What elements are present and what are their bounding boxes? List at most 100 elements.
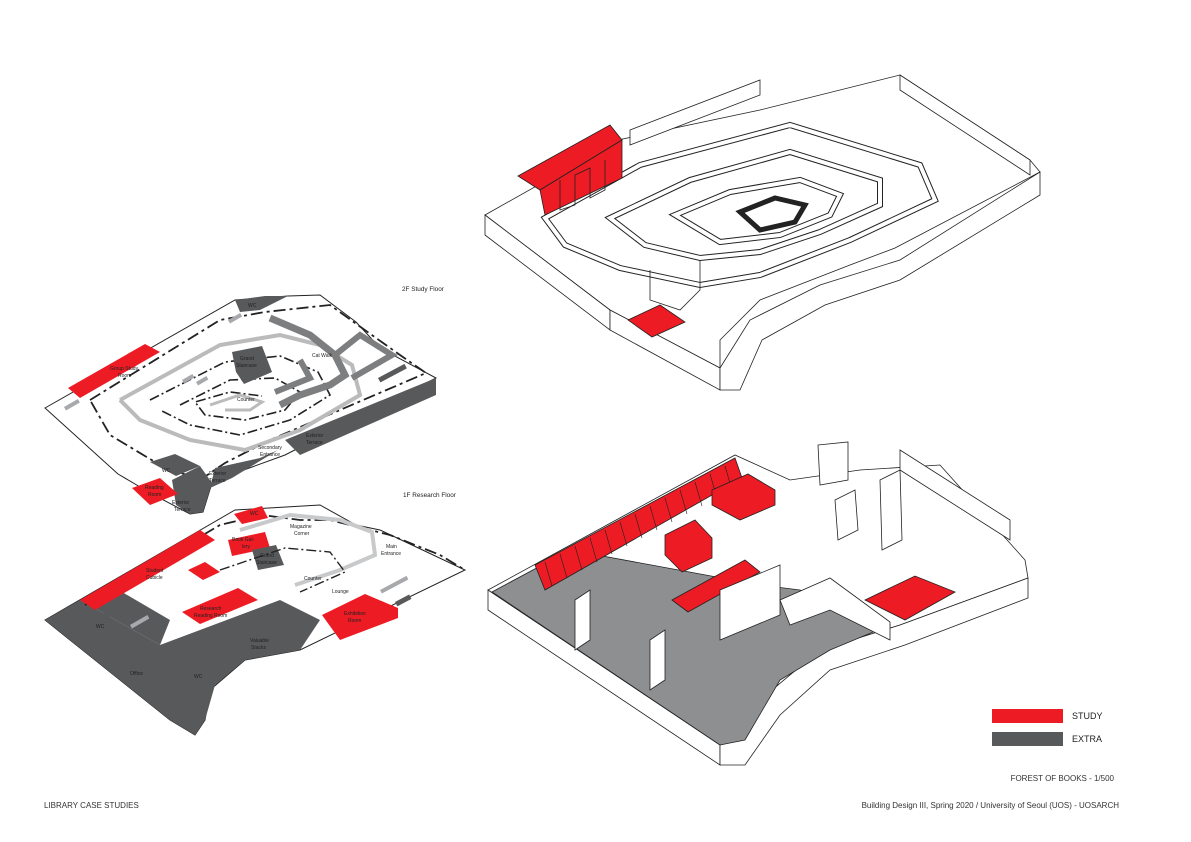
label-1f-magazine-2: Corner [294,531,310,537]
label-1f-research-1: Research [200,606,222,612]
ring-2f-outer [118,332,363,453]
reading-room-2f [132,478,178,505]
axo1f-wall-e [899,449,1011,541]
wc-1f-top [234,506,268,524]
terrace-2f-right [285,378,436,455]
furniture-2f-e [227,313,243,324]
axo1f-study-box-top [711,473,776,521]
axo2f-slab-curve [719,171,1041,391]
label-1f-lounge: Lounge [332,589,349,595]
floor-plan-2f: 2F Study Floor WC Group Study Room Grand… [44,286,445,515]
cat-walk-2f [268,314,350,409]
axo1f-wall-b [649,629,666,691]
axo2f-partitions-b [649,260,701,311]
label-2f-wc-top: WC [248,303,257,309]
label-1f-exhibition-1: Exhibition [344,611,366,617]
label-1f-valuable-1: Valuable [250,638,269,644]
axo1f-study-right [864,575,956,621]
label-1f-book-gallery-2: lery [242,544,251,550]
label-2f-cat-walk: Cat Walk [312,353,333,359]
axo1f-column-1 [834,489,859,541]
label-2f-reading-1: Reading [145,485,164,491]
axo1f-study-bar [671,559,761,613]
legend-label-extra: EXTRA [1072,734,1103,744]
label-2f-secondary-2: Entrance [260,452,280,458]
terrace-2f-mid [210,450,278,488]
furniture-2f-c [196,375,209,386]
label-1f-student-cubicle-2: Cubicle [146,575,163,581]
legend: STUDY EXTRA [992,708,1103,754]
grand-staircase-2f [232,346,272,384]
axo1f-wall-d [779,577,891,641]
axo2f-partitions [559,160,606,211]
label-1f-counter: Counter [304,576,322,582]
label-2f-ext-terrace-r2: Terrace [306,440,323,446]
axo1f-wall-a [574,589,591,651]
wc-2f-bottom [150,454,200,476]
axonometric-2f [484,74,1041,391]
axo1f-wall-c [719,564,781,641]
legend-swatch-extra [992,732,1063,746]
cat-walk-2f-b [333,331,398,381]
label-2f-counter: Counter [237,397,255,403]
extra-1f-base [45,600,320,735]
axo1f-study-box-center [664,519,713,573]
legend-swatch-study [992,709,1063,723]
label-2f-ext-terrace-m1: Exterior [209,471,227,477]
label-1f-exhibition-2: Room [348,618,361,624]
axo1f-shelf-lines [544,465,733,587]
ring-2f-core [209,393,266,412]
label-1f-grand-staircase-2: Staircase [256,560,277,566]
floor-title-1f: 1F Research Floor [403,492,457,499]
group-study-room-2f [68,344,160,398]
axo2f-study-room-small [627,304,686,338]
label-2f-ext-terrace-l2: Terrace [174,507,191,513]
legend-item-extra: EXTRA [992,731,1103,747]
wc-1f-left [80,612,115,638]
axo1f-column-3 [879,469,903,551]
research-reading-1f [182,588,258,624]
axo2f-study-room-front [539,139,623,216]
cat-walk-2f-c [273,358,315,395]
legend-item-study: STUDY [992,708,1103,724]
floor-plan-1f: 1F Research Floor WC Book Gal- lery Maga… [44,492,467,736]
label-1f-main-entrance-2: Entrance [381,551,401,557]
label-2f-reading-2: Room [148,492,161,498]
label-2f-group-study-2: Room [118,373,131,379]
footer-left: LIBRARY CASE STUDIES [44,801,139,810]
corridor-1f [239,512,378,587]
label-2f-wc-bottom: WC [162,468,171,474]
axo2f-ring-4 [735,195,809,233]
label-1f-book-gallery-1: Book Gal- [232,537,255,543]
floor-title-2f: 2F Study Floor [402,286,445,293]
wc-2f-top [235,296,288,312]
label-2f-ext-terrace-l1: Exterior [172,500,190,506]
label-1f-wc-top: WC [250,511,259,517]
terrace-2f-left [172,466,212,514]
label-2f-grand-staircase-1: Grand [240,356,254,362]
label-1f-magazine-1: Magazine [290,524,312,530]
label-1f-office: Office [130,671,143,677]
axo2f-wall-right [899,74,1031,176]
axo2f-ring-1-inner [542,122,938,288]
scale-note: FOREST OF BOOKS - 1/500 [1010,774,1114,783]
student-cubicle-1f [80,530,215,610]
furniture-1f-c [395,594,412,607]
furniture-2f-b [182,374,195,384]
axo2f-wall-back [629,79,761,146]
label-1f-main-entrance-1: Main [386,544,397,550]
label-1f-wc-left: WC [96,624,105,630]
furniture-2f-d [377,363,407,383]
axo1f-column-2 [817,441,849,486]
furniture-1f-a [380,575,409,594]
label-1f-valuable-2: Stacks [251,645,267,651]
label-2f-ext-terrace-m2: Terrace [209,478,226,484]
red-block-1f [188,562,220,580]
axo2f-ring-3-inner [670,177,843,245]
label-1f-wc-bottom: WC [194,674,203,680]
label-2f-secondary-1: Secondary [258,445,282,451]
footer-right: Building Design III, Spring 2020 / Unive… [861,801,1119,810]
label-2f-grand-staircase-2: Staircase [236,363,257,369]
legend-label-study: STUDY [1072,711,1103,721]
